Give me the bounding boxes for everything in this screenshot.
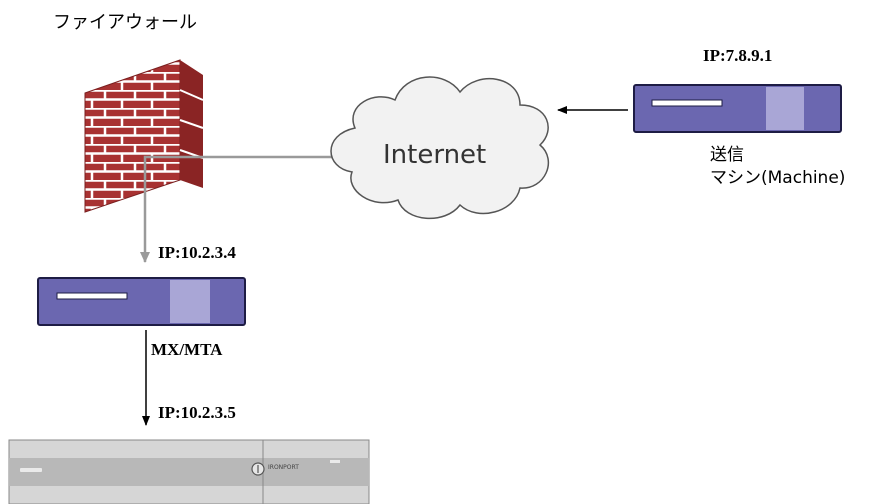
firewall-label: ファイアウォール xyxy=(53,12,197,33)
ironport-appliance-icon xyxy=(8,439,370,504)
inbound-path-line xyxy=(140,155,334,263)
appliance-ip-label: IP:10.2.3.5 xyxy=(158,403,236,422)
sender-label-line1: 送信 xyxy=(710,145,744,165)
ironport-brand-label: IRONPORT xyxy=(268,464,299,471)
sender-label-line2: マシン(Machine) xyxy=(710,168,846,188)
sender-ip-label: IP:7.8.9.1 xyxy=(703,46,773,65)
mx-label: MX/MTA xyxy=(151,340,223,359)
mx-server-icon xyxy=(37,277,246,326)
sender-server-icon xyxy=(633,84,842,133)
internet-label: Internet xyxy=(383,140,487,170)
internet-cloud-icon xyxy=(330,76,550,219)
mx-ip-label: IP:10.2.3.4 xyxy=(158,243,236,262)
